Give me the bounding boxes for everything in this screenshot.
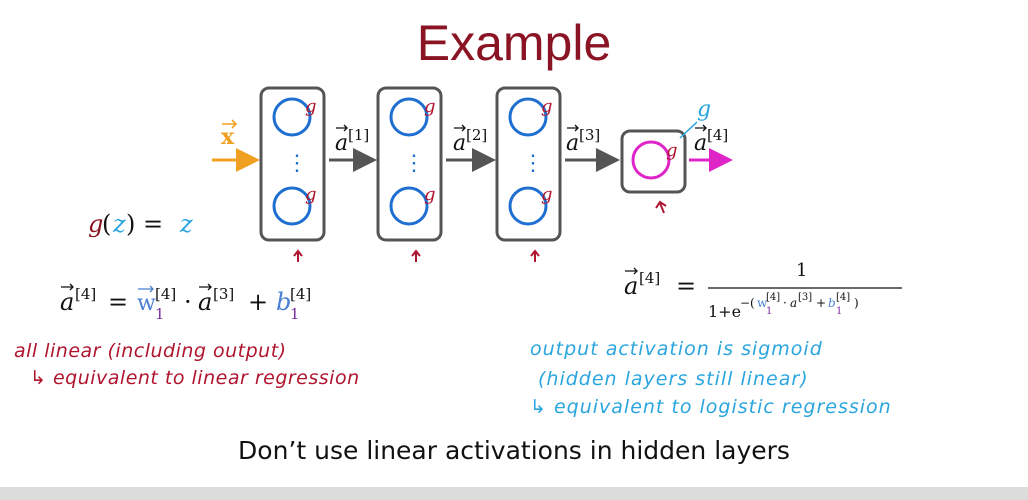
svg-text:[3]: [3] — [579, 126, 600, 144]
svg-text:g: g — [88, 210, 103, 238]
activation-label-3: a [3] — [566, 124, 600, 156]
input-x: x — [221, 119, 238, 150]
svg-text:1+e: 1+e — [708, 302, 741, 321]
svg-text:a: a — [60, 288, 74, 316]
neuron — [508, 186, 548, 226]
svg-text:b: b — [276, 288, 291, 316]
activation-g: g — [424, 184, 436, 205]
svg-text:w: w — [137, 291, 156, 316]
svg-text:1: 1 — [155, 305, 165, 323]
svg-text:·: · — [783, 296, 787, 310]
layer-3-box — [495, 86, 562, 242]
sigmoid-output-equation: a [4] = 1 1+e −( w 1 [4] · a [3] + b 1 [… — [624, 260, 902, 321]
svg-text:b: b — [828, 296, 836, 310]
output-layer: g g — [620, 97, 711, 214]
svg-text:a: a — [790, 296, 797, 310]
neuron — [389, 186, 429, 226]
svg-text:[4]: [4] — [766, 292, 780, 303]
layer-3: ⋮ g g — [495, 86, 562, 262]
linear-output-equation: a [4] = w 1 [4] · a [3] + b 1 [4] — [60, 283, 311, 323]
svg-text:a: a — [335, 131, 348, 156]
slide-title: Example — [416, 15, 612, 71]
neuron — [508, 97, 548, 137]
svg-text:(: ( — [102, 210, 111, 238]
neuron — [272, 97, 312, 137]
svg-text:[3]: [3] — [798, 292, 812, 303]
svg-text:[4]: [4] — [75, 285, 96, 303]
svg-text:[4]: [4] — [155, 285, 176, 303]
svg-text:[1]: [1] — [348, 126, 369, 144]
layer-2: ⋮ g g — [376, 86, 443, 262]
svg-text:a: a — [624, 272, 638, 300]
blue-note-line-2: (hidden layers still linear) — [538, 368, 809, 390]
blue-note-line-3: ↳ equivalent to logistic regression — [530, 396, 892, 418]
svg-text:·: · — [184, 288, 192, 316]
svg-text:a: a — [198, 288, 212, 316]
svg-text:z: z — [112, 210, 126, 238]
output-neuron — [631, 140, 671, 180]
activation-g: g — [541, 96, 553, 117]
sigmoid-g-annotation: g — [697, 97, 711, 122]
activation-g: g — [541, 184, 553, 205]
svg-text:[4]: [4] — [707, 126, 728, 144]
red-arrow-mark — [530, 249, 540, 262]
red-arrow-mark — [293, 249, 303, 262]
activation-label-4: a [4] — [694, 124, 728, 156]
red-arrow-mark — [411, 249, 421, 262]
svg-text:w: w — [757, 296, 768, 310]
svg-text:): ) — [854, 296, 859, 310]
video-progress-bar[interactable] — [0, 487, 1028, 500]
svg-text:+: + — [816, 296, 826, 310]
activation-g: g — [305, 184, 317, 205]
svg-text:−(: −( — [740, 296, 755, 310]
red-note-line-2: ↳ equivalent to linear regression — [30, 367, 360, 389]
svg-text:1: 1 — [836, 306, 842, 317]
svg-text:[4]: [4] — [836, 292, 850, 303]
activation-label-1: a [1] — [335, 124, 369, 156]
red-arrow-mark — [655, 200, 667, 214]
activation-g: g — [305, 96, 317, 117]
svg-text:a: a — [694, 131, 707, 156]
neuron — [389, 97, 429, 137]
svg-text:1: 1 — [290, 305, 300, 323]
input-label: x — [221, 124, 235, 150]
svg-text:) =: ) = — [126, 210, 163, 238]
svg-text:a: a — [566, 131, 579, 156]
red-note-line-1: all linear (including output) — [14, 340, 287, 362]
svg-text:a: a — [453, 131, 466, 156]
activation-label-2: a [2] — [453, 124, 487, 156]
svg-text:+: + — [248, 288, 268, 316]
dots: ⋮ — [286, 151, 308, 176]
svg-text:[2]: [2] — [466, 126, 487, 144]
layer-1: ⋮ g g — [259, 86, 326, 262]
output-box — [620, 129, 687, 194]
svg-text:[4]: [4] — [290, 285, 311, 303]
activation-g: g — [424, 96, 436, 117]
g-definition: g ( z ) = z — [88, 210, 193, 238]
svg-text:1: 1 — [796, 260, 807, 281]
svg-text:1: 1 — [766, 306, 772, 317]
dots: ⋮ — [403, 151, 425, 176]
svg-text:[4]: [4] — [639, 269, 660, 287]
layer-1-box — [259, 86, 326, 242]
svg-text:=: = — [676, 272, 696, 300]
output-activation-g: g — [666, 140, 678, 161]
svg-text:[3]: [3] — [213, 285, 234, 303]
blue-note-line-1: output activation is sigmoid — [530, 338, 823, 360]
svg-text:=: = — [108, 288, 128, 316]
footer-caption: Don’t use linear activations in hidden l… — [238, 436, 790, 465]
dots: ⋮ — [522, 151, 544, 176]
neuron — [272, 186, 312, 226]
layer-2-box — [376, 86, 443, 242]
svg-text:z: z — [179, 210, 193, 238]
